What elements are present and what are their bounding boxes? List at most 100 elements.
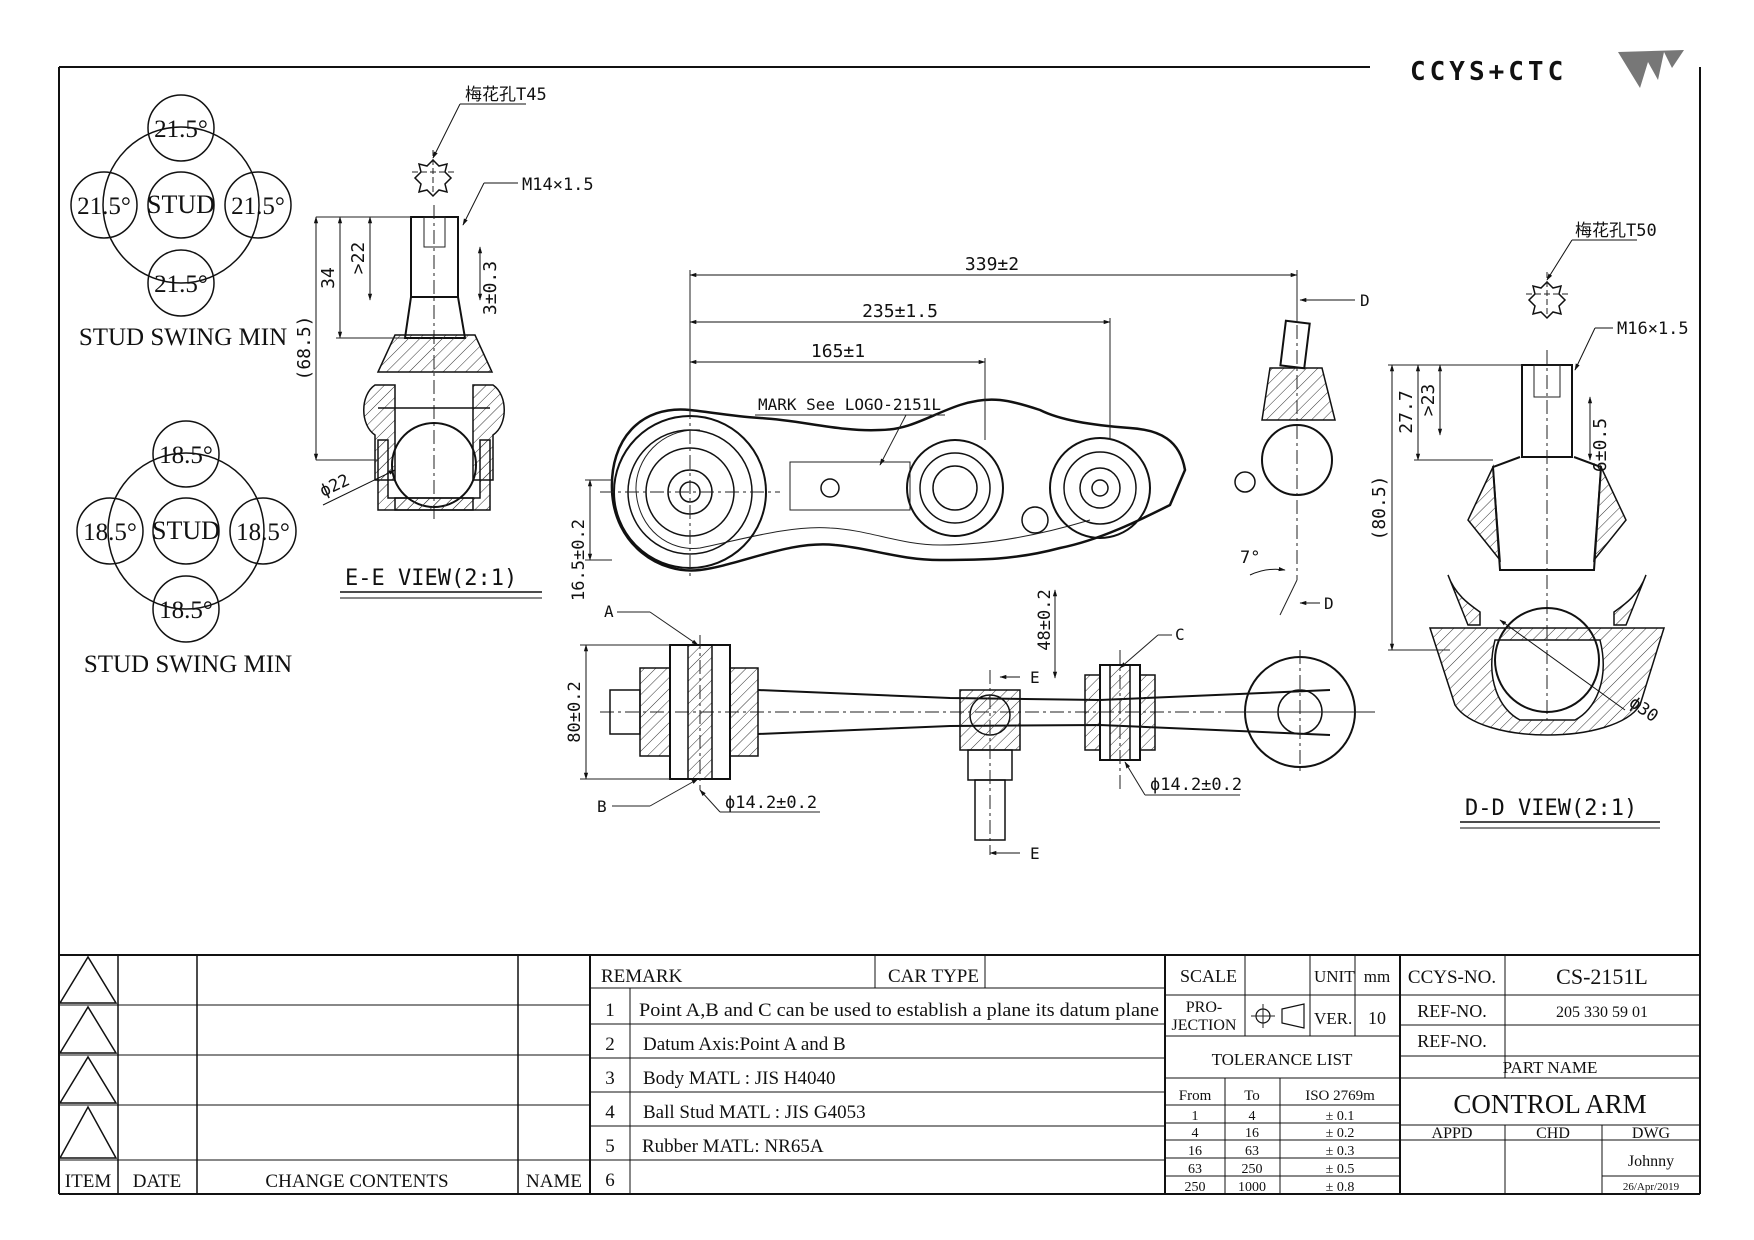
remark-number: 5 [605,1136,615,1157]
dim-label: 27.7 [1396,390,1417,433]
dim-label: ϕ22 [317,470,353,501]
ref-no-label: REF-NO. [1417,1001,1487,1021]
dim-label: 80±0.2 [565,681,585,742]
dim-label: 7° [1240,548,1260,568]
tolerance-cell: 250 [1185,1180,1206,1195]
drawer-name: Johnny [1628,1153,1674,1170]
tolerance-cell: 250 [1242,1162,1263,1177]
dim-label: 48±0.2 [1035,589,1055,650]
dim-label: 339±2 [965,254,1019,275]
dim-label: 235±1.5 [862,301,938,322]
swing-value: 18.5° [159,442,213,469]
dim-label: 34 [318,267,339,289]
section-mark: E [1030,844,1040,863]
appd-label: APPD [1432,1125,1473,1142]
stud-label: STUD [147,190,215,219]
stud-swing-caption: STUD SWING MIN [84,651,292,678]
view-title: E-E VIEW(2:1) [345,566,517,591]
dim-label: 3±0.3 [480,261,501,315]
remark-text: Rubber MATL: NR65A [642,1136,824,1157]
dim-label: (80.5) [1369,475,1390,540]
tolerance-cell: 63 [1245,1144,1259,1159]
dim-label: ϕ14.2±0.2 [725,793,817,813]
remark-label: REMARK [601,966,683,987]
ref-no-label-2: REF-NO. [1417,1031,1487,1051]
sheet-border [58,66,1701,1195]
swing-value: 21.5° [154,116,208,143]
remark-text: Body MATL : JIS H4040 [643,1068,835,1089]
swing-value: 18.5° [236,519,290,546]
logo-mark-icon [1618,50,1684,88]
swing-value: 21.5° [154,271,208,298]
tolerance-header: From [1179,1088,1212,1104]
torx-t45-icon [412,150,454,198]
side-view: 80±0.2 48±0.2 ϕ14.2±0.2 ϕ14.2±0.2 A B C … [565,589,1375,863]
dwg-label: DWG [1632,1125,1671,1142]
revision-header: NAME [526,1171,582,1192]
thread-label: M16×1.5 [1617,319,1689,339]
tolerance-cell: 63 [1188,1162,1202,1177]
mark-note: MARK See LOGO-2151L [758,395,941,414]
thread-label: M14×1.5 [522,175,594,195]
remark-number: 3 [605,1068,615,1089]
tolerance-cell: 16 [1188,1144,1202,1159]
top-view: 339±2 235±1.5 165±1 MARK See LOGO-2151L … [569,254,1370,616]
remark-text: Ball Stud MATL : JIS G4053 [643,1102,866,1123]
company-logo: CCYS+CTC [1410,50,1684,88]
tolerance-cell: ± 0.1 [1326,1109,1355,1124]
revision-header: DATE [133,1171,182,1192]
ver-label: VER. [1314,1009,1352,1028]
swing-value: 18.5° [159,597,213,624]
dim-label: (68.5) [294,315,315,380]
section-mark: D [1324,594,1334,613]
torx-label: 梅花孔T45 [465,85,547,105]
unit-label: UNIT [1314,967,1355,986]
logo-text: CCYS+CTC [1410,57,1567,87]
revision-header: ITEM [65,1171,112,1192]
third-angle-projection-icon [1251,1003,1305,1029]
swing-value: 21.5° [77,193,131,220]
revision-header: CHANGE CONTENTS [265,1171,448,1192]
ccys-no: CS-2151L [1556,964,1648,989]
torx-label: 梅花孔T50 [1575,221,1657,241]
projection-label: JECTION [1172,1017,1237,1034]
tolerance-cell: ± 0.8 [1326,1180,1355,1195]
tolerance-cell: 4 [1249,1109,1256,1124]
point-label: C [1175,625,1185,644]
dim-label: 165±1 [811,341,865,362]
view-title: D-D VIEW(2:1) [1465,796,1637,821]
remark-number: 1 [605,1000,615,1021]
dim-label: ϕ14.2±0.2 [1150,775,1242,795]
scale-label: SCALE [1180,966,1237,986]
stud-label: STUD [152,516,220,545]
tolerance-header: To [1244,1088,1260,1104]
remark-number: 4 [605,1102,615,1123]
tolerance-header: ISO 2769m [1305,1088,1375,1104]
dd-section-view: 梅花孔T50 M16×1.5 (80.5) 27.7 >23 6±0.5 ϕ30… [1369,221,1689,829]
projection-label: PRO- [1186,999,1222,1016]
car-type-label: CAR TYPE [888,966,979,987]
stud-swing-diagram-2: STUD 18.5° 18.5° 18.5° 18.5° STUD SWING … [76,420,297,678]
remark-number: 6 [605,1170,615,1191]
title-block-text: ITEM DATE CHANGE CONTENTS NAME REMARK CA… [65,964,1680,1195]
part-name-label: PART NAME [1503,1058,1598,1077]
tolerance-cell: 1000 [1238,1180,1266,1195]
tolerance-cell: ± 0.2 [1326,1126,1355,1141]
dim-label: >23 [1418,384,1439,417]
remark-text: Datum Axis:Point A and B [643,1034,846,1055]
remark-text: Point A,B and C can be used to establish… [639,1000,1159,1021]
ee-section-view: 梅花孔T45 M14×1.5 (68.5) 34 >22 3±0.3 ϕ22 [294,85,594,599]
chd-label: CHD [1536,1125,1570,1142]
tolerance-cell: 4 [1192,1126,1199,1141]
torx-t50-icon [1526,272,1568,320]
tolerance-title: TOLERANCE LIST [1212,1050,1353,1069]
ref-no: 205 330 59 01 [1556,1004,1648,1021]
dim-label: 6±0.5 [1590,418,1611,472]
swing-value: 21.5° [231,193,285,220]
dim-label: 16.5±0.2 [569,519,589,601]
tolerance-cell: ± 0.3 [1326,1144,1355,1159]
point-label: B [597,797,607,816]
section-mark: D [1360,291,1370,310]
point-label: A [604,602,614,621]
